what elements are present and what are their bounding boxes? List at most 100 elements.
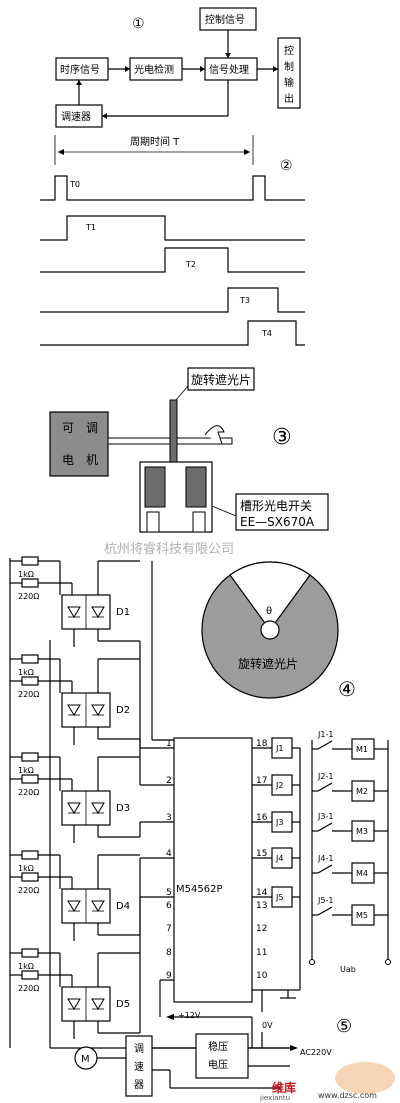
slot-switch-right-arm bbox=[185, 466, 207, 508]
ic-pin-right: 16 bbox=[256, 813, 268, 823]
section-5-number: ⑤ bbox=[336, 1016, 352, 1037]
power-section: +12V 0V M 调 速 器 稳压 电压 AC220V ⑤ bbox=[74, 989, 352, 1097]
contact-label: J2-1 bbox=[317, 772, 333, 781]
resistor-1k bbox=[21, 752, 39, 762]
ac220v-label: AC220V bbox=[300, 1048, 332, 1057]
resistor-220 bbox=[21, 872, 39, 882]
relay-label: J4 bbox=[275, 854, 283, 863]
detector-label: D4 bbox=[116, 901, 130, 912]
photodiode-icon bbox=[91, 802, 105, 814]
relay-2: J2 bbox=[252, 774, 300, 796]
ic-pin-right: 15 bbox=[256, 849, 267, 859]
waveform-t2-label: T2 bbox=[185, 260, 196, 269]
resistor-220 bbox=[21, 676, 39, 686]
ic-pin-right: 13 bbox=[256, 901, 267, 911]
waveform-t0-label: T0 bbox=[69, 180, 80, 189]
led-icon bbox=[67, 606, 81, 618]
photodiode-icon bbox=[91, 900, 105, 912]
control-output-char-4: 出 bbox=[284, 92, 294, 105]
period-label: 周期时间 T bbox=[130, 135, 180, 148]
speed-regulator-module bbox=[125, 1035, 153, 1097]
logo-text: 维库 bbox=[272, 1080, 296, 1095]
control-output-char-2: 制 bbox=[284, 60, 294, 73]
zero-v-label: 0V bbox=[262, 1021, 273, 1030]
led-icon bbox=[67, 998, 81, 1010]
contact-2: J2-1M2 bbox=[312, 772, 388, 802]
voltage-stabilizer bbox=[195, 1033, 249, 1079]
motor-label: M4 bbox=[356, 869, 368, 878]
waveform-t3-label: T3 bbox=[239, 296, 250, 305]
watermark: 杭州将睿科技有限公司 bbox=[104, 542, 234, 557]
resistor-220 bbox=[21, 970, 39, 980]
ic-m54562p bbox=[173, 737, 253, 1003]
regulator-char-2: 速 bbox=[134, 1061, 144, 1073]
logo-site: jiexiantu bbox=[259, 1094, 290, 1102]
motor-label: M3 bbox=[356, 827, 368, 836]
motor-label: M2 bbox=[356, 787, 368, 796]
drive-motor-label: M bbox=[81, 1054, 90, 1065]
control-circuit: M54562P bbox=[9, 558, 253, 1048]
control-output-char-3: 输 bbox=[284, 76, 294, 89]
resistor-1k-label: 1kΩ bbox=[18, 668, 34, 677]
led-icon bbox=[67, 802, 81, 814]
resistor-1k-label: 1kΩ bbox=[18, 766, 34, 775]
resistor-220-label: 220Ω bbox=[18, 984, 39, 993]
resistor-220 bbox=[21, 578, 39, 588]
resistor-1k bbox=[21, 948, 39, 958]
section-3-number: ③ bbox=[272, 425, 292, 450]
theta-label: θ bbox=[266, 606, 272, 617]
resistor-220-label: 220Ω bbox=[18, 788, 39, 797]
motor-char-2: 调 bbox=[86, 421, 98, 435]
resistor-1k bbox=[21, 654, 39, 664]
contact-4: J4-1M4 bbox=[312, 854, 388, 884]
control-signal-label: 控制信号 bbox=[205, 13, 245, 26]
contact-5: J5-1M5 bbox=[312, 896, 388, 926]
slot-switch-callout bbox=[235, 493, 329, 531]
photodiode-icon bbox=[91, 998, 105, 1010]
disk-hub bbox=[260, 620, 280, 640]
ic-pin-left: 3 bbox=[166, 813, 172, 823]
ic-pin-right: 17 bbox=[256, 776, 267, 786]
photodiode-icon bbox=[91, 606, 105, 618]
ic-pin-left: 4 bbox=[166, 849, 172, 859]
plus12v-label: +12V bbox=[178, 1011, 201, 1020]
resistor-1k-label: 1kΩ bbox=[18, 962, 34, 971]
photo-detect-label: 光电检测 bbox=[134, 63, 174, 76]
ic-pin-right: 12 bbox=[256, 924, 267, 934]
logo-site-2: www.dzsc.com bbox=[318, 1091, 377, 1100]
regulator-char-1: 调 bbox=[134, 1043, 144, 1055]
led-icon bbox=[67, 900, 81, 912]
relay-4: J4 bbox=[252, 847, 300, 869]
section-2-number: ② bbox=[280, 158, 293, 174]
motor-label: M1 bbox=[356, 745, 368, 754]
relay-label: J5 bbox=[275, 893, 283, 902]
stabilizer-line-1: 稳压 bbox=[208, 1040, 228, 1053]
ic-pin-right: 14 bbox=[256, 888, 268, 898]
relay-1: J1 bbox=[252, 737, 300, 759]
disk-cutout bbox=[229, 561, 311, 632]
block-diagram: ① 控制信号 时序信号 光电检测 信号处理 控 制 输 出 调速器 bbox=[55, 7, 301, 128]
control-output-box bbox=[277, 37, 301, 109]
contact-1: J1-1M1 bbox=[312, 730, 388, 760]
resistor-220 bbox=[21, 774, 39, 784]
mechanical-setup: 旋转遮光片 可 调 电 机 ③ 槽形光电开关 EE—SX670A bbox=[49, 367, 329, 533]
motor-char-3: 电 bbox=[62, 453, 74, 467]
ic-pin-left: 6 bbox=[166, 901, 172, 911]
contact-label: J1-1 bbox=[317, 730, 333, 739]
ic-pin-left: 2 bbox=[166, 776, 172, 786]
waveform-t3 bbox=[40, 287, 305, 313]
ic-pin-right: 11 bbox=[256, 948, 267, 958]
logo-badge-icon bbox=[335, 1062, 395, 1094]
relay-3: J3 bbox=[252, 811, 300, 833]
resistor-1k-label: 1kΩ bbox=[18, 864, 34, 873]
adjustable-motor bbox=[49, 411, 109, 477]
waveform-t4 bbox=[40, 320, 305, 346]
rotation-arrow-icon bbox=[204, 425, 225, 445]
